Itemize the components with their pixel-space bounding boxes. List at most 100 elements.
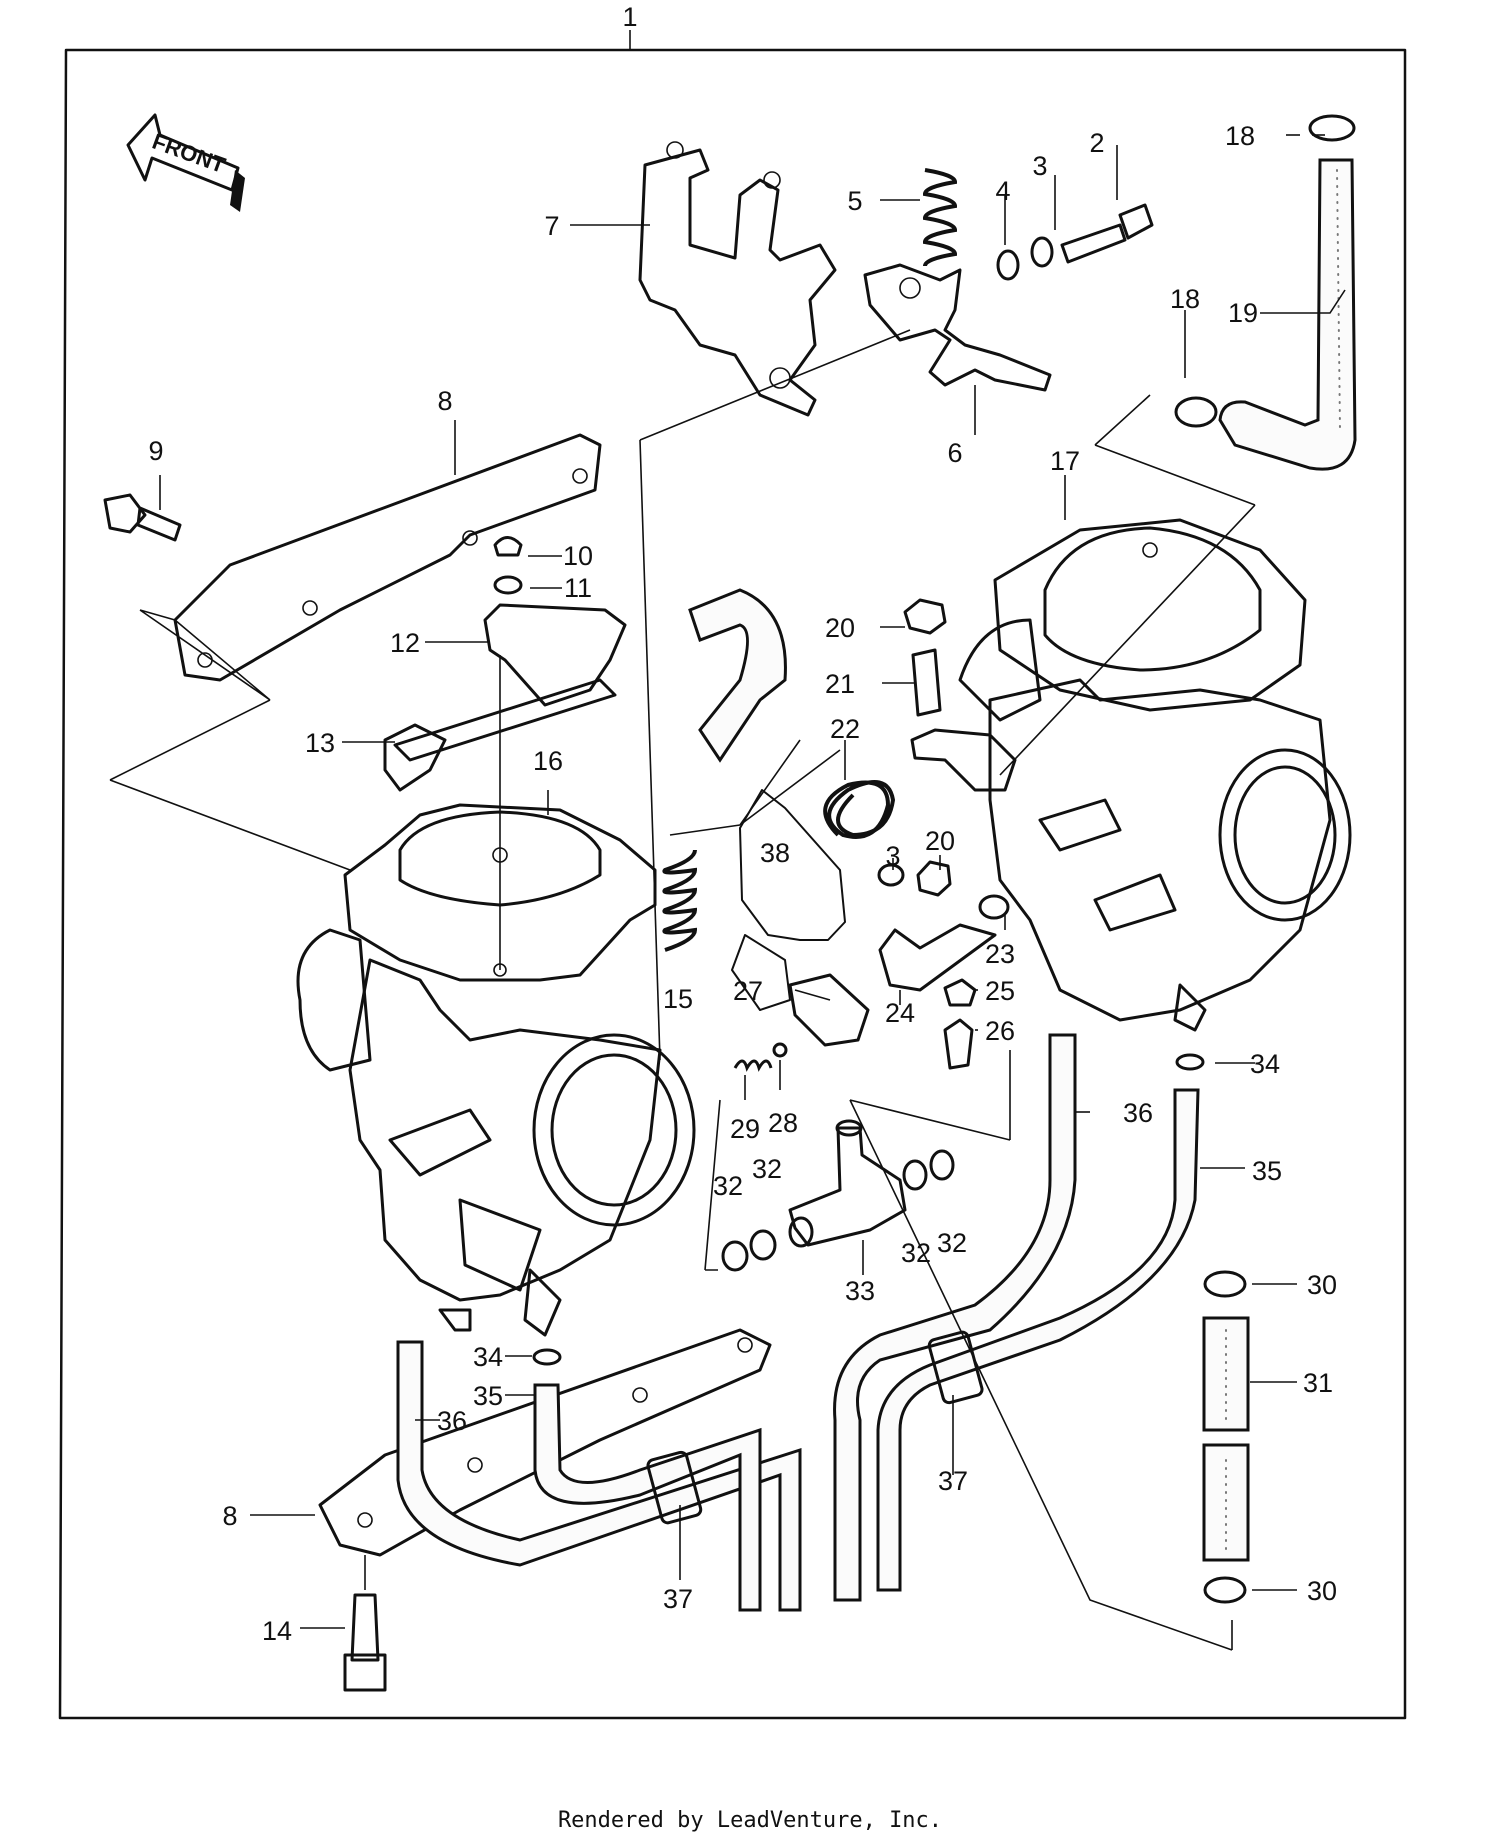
callout-4: 4 (995, 176, 1010, 206)
choke-hose (688, 588, 787, 763)
callout-36: 36 (437, 1406, 467, 1436)
callout-8: 8 (437, 386, 452, 416)
hose-clamp (1203, 1270, 1247, 1298)
screw (1060, 203, 1154, 264)
hose-clip (646, 1450, 703, 1525)
footer-credit: Rendered by LeadVenture, Inc. (557, 1808, 943, 1833)
screw (943, 1018, 974, 1070)
callout-3: 3 (1032, 151, 1047, 181)
throttle-spring (662, 849, 698, 952)
callout-16: 16 (533, 746, 563, 776)
small-spring (733, 1059, 773, 1072)
lower-mount-plate (318, 1328, 772, 1557)
callout-14: 14 (262, 1616, 292, 1646)
callout-30: 30 (1307, 1270, 1337, 1300)
callout-34: 34 (473, 1342, 503, 1372)
callout-32: 32 (752, 1154, 782, 1184)
callout-21: 21 (825, 669, 855, 699)
callout-20: 20 (925, 826, 955, 856)
upper-mount-plate (173, 433, 602, 682)
callout-32: 32 (901, 1238, 931, 1268)
lock-washer (1030, 236, 1054, 268)
vent-hose (1218, 158, 1357, 471)
callout-26: 26 (985, 1016, 1015, 1046)
assembly-lines (109, 329, 1256, 1651)
callout-23: 23 (985, 939, 1015, 969)
screw (493, 536, 523, 557)
callout-33: 33 (845, 1276, 875, 1306)
overflow-hose (396, 1340, 802, 1612)
callout-10: 10 (563, 541, 593, 571)
fuel-tee-fitting (788, 1119, 907, 1248)
hose-clamp (1203, 1576, 1247, 1604)
plate (788, 973, 870, 1047)
callout-37: 37 (938, 1466, 968, 1496)
callout-3: 3 (885, 841, 900, 871)
callout-37: 37 (663, 1584, 693, 1614)
choke-cable-holder (383, 603, 627, 792)
callout-25: 25 (985, 976, 1015, 1006)
bolt (103, 493, 182, 542)
o-ring (749, 1229, 777, 1261)
carb-bracket (638, 141, 837, 417)
o-ring (929, 1149, 955, 1181)
callout-32: 32 (937, 1228, 967, 1258)
callout-35: 35 (473, 1381, 503, 1411)
o-ring (721, 1240, 749, 1272)
bolt (343, 1593, 387, 1692)
left-carburetor (296, 803, 696, 1337)
nut (943, 978, 977, 1007)
clip (532, 1348, 562, 1366)
washer (493, 575, 523, 595)
front-arrow-icon: FRONT (126, 113, 245, 212)
callout-30: 30 (1307, 1576, 1337, 1606)
stud (911, 648, 942, 717)
callout-24: 24 (885, 998, 915, 1028)
diagram-frame (58, 48, 1407, 1720)
callout-29: 29 (730, 1114, 760, 1144)
callout-leaders (159, 134, 1346, 1629)
throttle-lever (863, 263, 1052, 392)
washer (877, 863, 905, 887)
callout-27: 27 (733, 976, 763, 1006)
nut (903, 598, 947, 635)
callout-35: 35 (1252, 1156, 1282, 1186)
callout-31: 31 (1303, 1368, 1333, 1398)
hose-clamp (1174, 396, 1218, 428)
overflow-hose (876, 1088, 1200, 1592)
nut (916, 860, 952, 897)
callout-32: 32 (713, 1171, 743, 1201)
callout-9: 9 (148, 436, 163, 466)
callout-13: 13 (305, 728, 335, 758)
fuel-hose (1202, 1443, 1250, 1562)
callout-36: 36 (1123, 1098, 1153, 1128)
overflow-hose (533, 1383, 762, 1612)
fuel-hose (1202, 1316, 1250, 1432)
washer (996, 249, 1020, 281)
callout-12: 12 (390, 628, 420, 658)
callout-11: 11 (564, 573, 592, 603)
o-ring (902, 1159, 928, 1191)
torsion-spring (823, 780, 896, 839)
hose-clip (927, 1330, 984, 1405)
callout-22: 22 (830, 714, 860, 744)
callout-19: 19 (1228, 298, 1258, 328)
callout-7: 7 (544, 211, 559, 241)
callout-18: 18 (1225, 121, 1255, 151)
callout-5: 5 (847, 186, 862, 216)
callout-28: 28 (768, 1108, 798, 1138)
callout-18: 18 (1170, 284, 1200, 314)
callout-8: 8 (222, 1501, 237, 1531)
right-carburetor (958, 518, 1352, 1032)
callout-17: 17 (1050, 446, 1080, 476)
collar (978, 894, 1010, 920)
hose-clamp (1308, 114, 1356, 142)
callout-38: 38 (760, 838, 790, 868)
callout-34: 34 (1250, 1049, 1280, 1079)
lever-spring (922, 168, 958, 267)
callout-20: 20 (825, 613, 855, 643)
callout-1: 1 (622, 2, 637, 32)
link-plate (910, 728, 1017, 792)
clip (1175, 1053, 1205, 1071)
